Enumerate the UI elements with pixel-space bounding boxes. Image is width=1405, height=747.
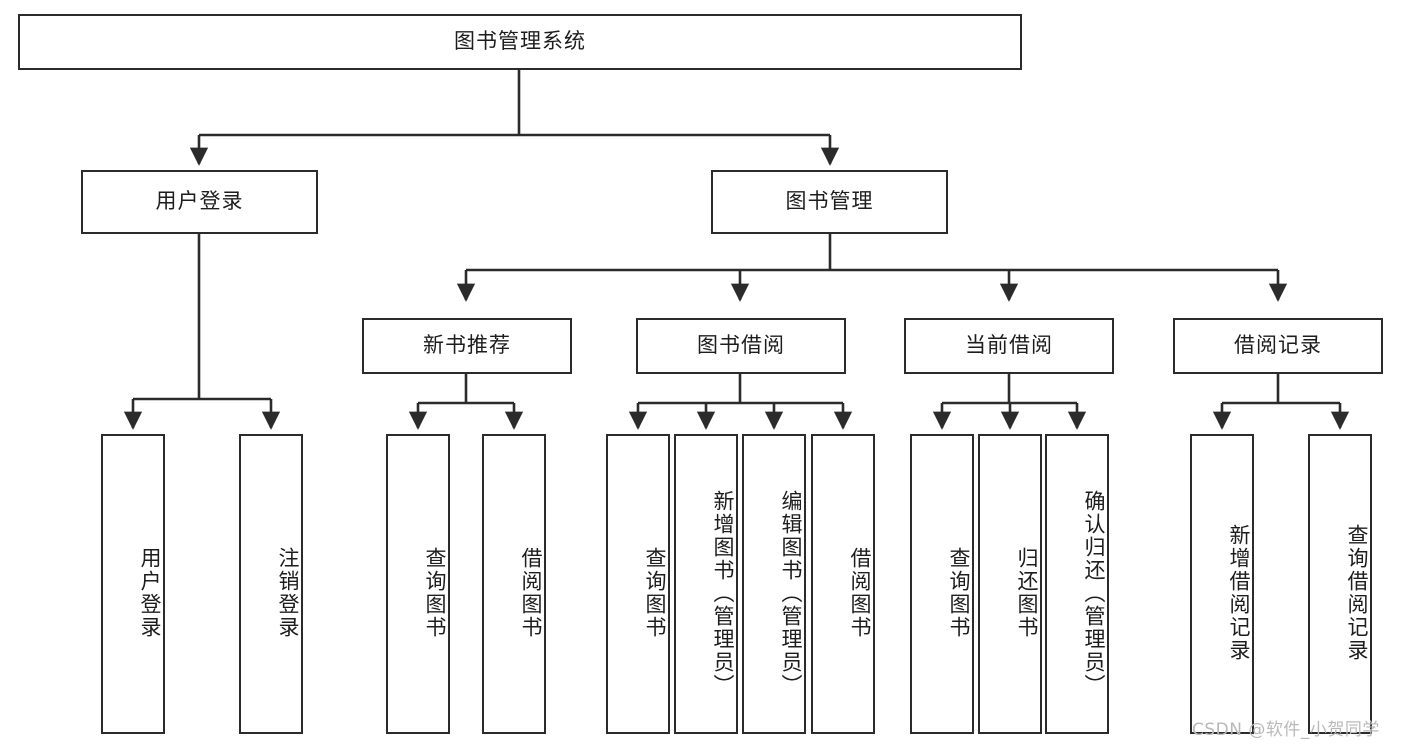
node-leaf-query-record-label: 查询借阅记录: [1345, 524, 1369, 662]
node-root[interactable]: 图书管理系统: [18, 14, 1022, 70]
node-leaf-borrow-book-1-label: 借阅图书: [519, 547, 543, 639]
node-leaf-add-book-label: 新增图书（管理员）: [711, 489, 735, 697]
node-leaf-borrow-book-1[interactable]: 借阅图书: [482, 434, 546, 734]
node-book-manage[interactable]: 图书管理: [711, 170, 948, 234]
node-leaf-return-book-label: 归还图书: [1015, 547, 1039, 639]
node-leaf-query-book-3[interactable]: 查询图书: [910, 434, 974, 734]
node-user-login-label: 用户登录: [155, 189, 244, 214]
node-leaf-user-logout-label: 注销登录: [276, 547, 300, 639]
node-leaf-query-book-1-label: 查询图书: [423, 547, 447, 639]
node-leaf-add-record[interactable]: 新增借阅记录: [1190, 434, 1254, 734]
csdn-watermark: CSDN @软件_小贺同学: [1192, 720, 1380, 740]
node-leaf-borrow-book-2-label: 借阅图书: [848, 547, 872, 639]
node-book-borrow[interactable]: 图书借阅: [636, 318, 846, 374]
node-current-borrow[interactable]: 当前借阅: [904, 318, 1114, 374]
node-user-login[interactable]: 用户登录: [81, 170, 318, 234]
node-leaf-return-book[interactable]: 归还图书: [978, 434, 1042, 734]
node-leaf-query-book-1[interactable]: 查询图书: [386, 434, 450, 734]
node-new-book-rec-label: 新书推荐: [423, 333, 511, 358]
node-leaf-edit-book[interactable]: 编辑图书（管理员）: [742, 434, 806, 734]
node-leaf-user-login[interactable]: 用户登录: [101, 434, 165, 734]
node-new-book-rec[interactable]: 新书推荐: [362, 318, 572, 374]
node-leaf-user-login-label: 用户登录: [138, 547, 162, 639]
node-leaf-query-book-2-label: 查询图书: [643, 547, 667, 639]
node-borrow-record-label: 借阅记录: [1234, 333, 1322, 358]
node-leaf-add-record-label: 新增借阅记录: [1227, 524, 1251, 662]
node-leaf-confirm-return-label: 确认归还（管理员）: [1082, 489, 1106, 697]
node-leaf-borrow-book-2[interactable]: 借阅图书: [811, 434, 875, 734]
node-root-label: 图书管理系统: [454, 29, 586, 54]
node-current-borrow-label: 当前借阅: [965, 333, 1053, 358]
node-leaf-query-book-2[interactable]: 查询图书: [606, 434, 670, 734]
node-leaf-query-record[interactable]: 查询借阅记录: [1308, 434, 1372, 734]
node-book-borrow-label: 图书借阅: [697, 333, 785, 358]
node-leaf-query-book-3-label: 查询图书: [947, 547, 971, 639]
node-leaf-confirm-return[interactable]: 确认归还（管理员）: [1045, 434, 1109, 734]
node-borrow-record[interactable]: 借阅记录: [1173, 318, 1383, 374]
node-leaf-add-book[interactable]: 新增图书（管理员）: [674, 434, 738, 734]
node-book-manage-label: 图书管理: [785, 189, 874, 214]
node-leaf-user-logout[interactable]: 注销登录: [239, 434, 303, 734]
node-leaf-edit-book-label: 编辑图书（管理员）: [779, 489, 803, 697]
